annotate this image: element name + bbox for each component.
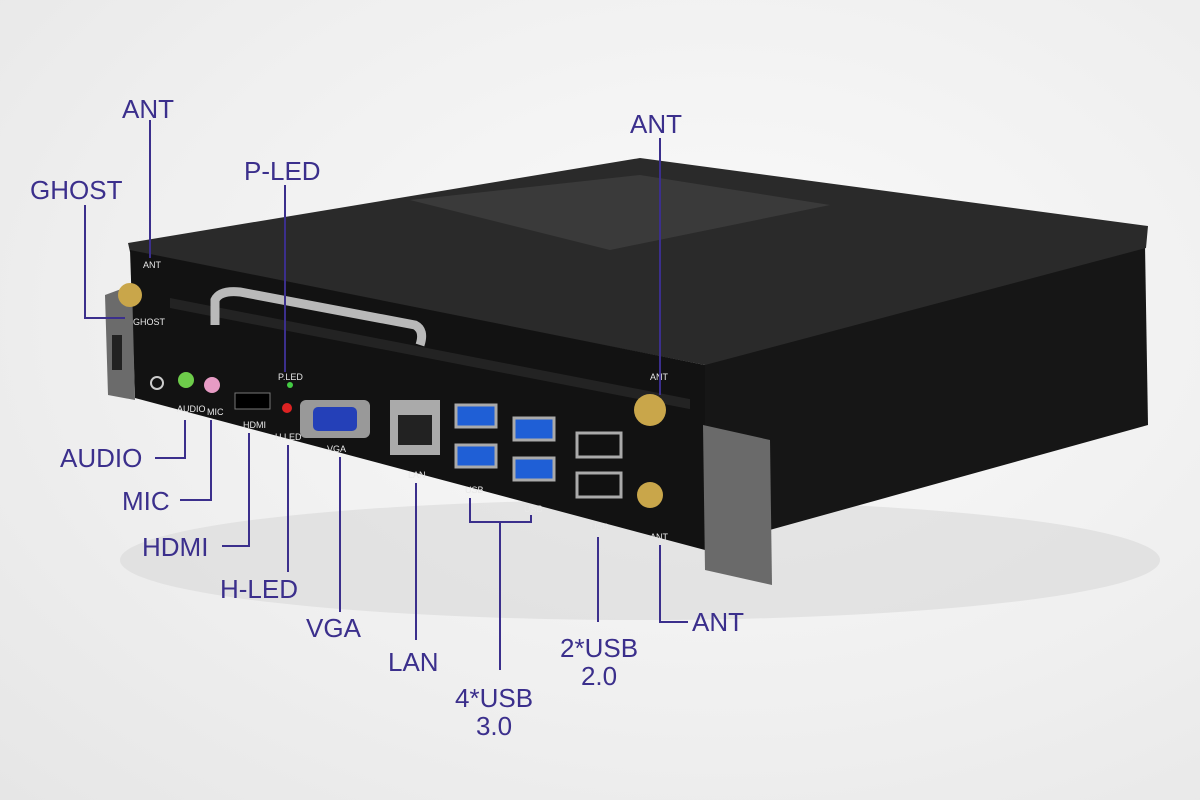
callout-ant-bottom-right: ANT: [692, 607, 744, 637]
callout-usb3-line2: 3.0: [475, 711, 513, 741]
callout-usb2-line2: 2.0: [580, 661, 618, 691]
callout-usb2-line1: 2*USB: [560, 633, 639, 663]
print-ant-left: ANT: [143, 260, 162, 270]
callout-mic: MIC: [122, 486, 170, 516]
callout-vga: VGA: [306, 613, 361, 643]
print-audio: AUDIO: [177, 404, 206, 414]
handle: [210, 287, 427, 347]
callout-ant-left: ANT: [122, 94, 174, 124]
right-bracket: [703, 425, 772, 585]
device-side: [705, 245, 1148, 548]
print-ant-right-bottom: ANT: [650, 532, 669, 542]
callout-lan: LAN: [388, 647, 439, 677]
print-mic: MIC: [207, 407, 224, 417]
callout-ghost: GHOST: [30, 175, 123, 205]
callout-ant-top-right: ANT: [630, 109, 682, 139]
print-usb-b: USB: [524, 504, 543, 514]
callout-usb3-line1: 4*USB: [455, 683, 534, 713]
print-lan: LAN: [408, 470, 426, 480]
leader-lines: [84, 120, 688, 670]
antenna-connectors: [118, 283, 666, 508]
print-usb-c: USB: [590, 522, 609, 532]
print-ghost: GHOST: [133, 317, 166, 327]
device-top: [128, 158, 1148, 365]
callout-hdmi: HDMI: [142, 532, 209, 562]
callout-h-led: H-LED: [220, 574, 299, 604]
callout-usb2: 2*USB 2.0: [560, 634, 638, 690]
callout-audio: AUDIO: [60, 443, 143, 473]
callout-p-led: P-LED: [244, 156, 321, 186]
vent-grille: [410, 175, 830, 250]
print-vga: VGA: [327, 444, 346, 454]
print-usb-a: USB: [465, 485, 484, 495]
print-p-led: P.LED: [278, 372, 303, 382]
callout-usb3: 4*USB 3.0: [455, 684, 533, 740]
print-h-led: H.LED: [275, 432, 302, 442]
print-hdmi: HDMI: [243, 420, 266, 430]
